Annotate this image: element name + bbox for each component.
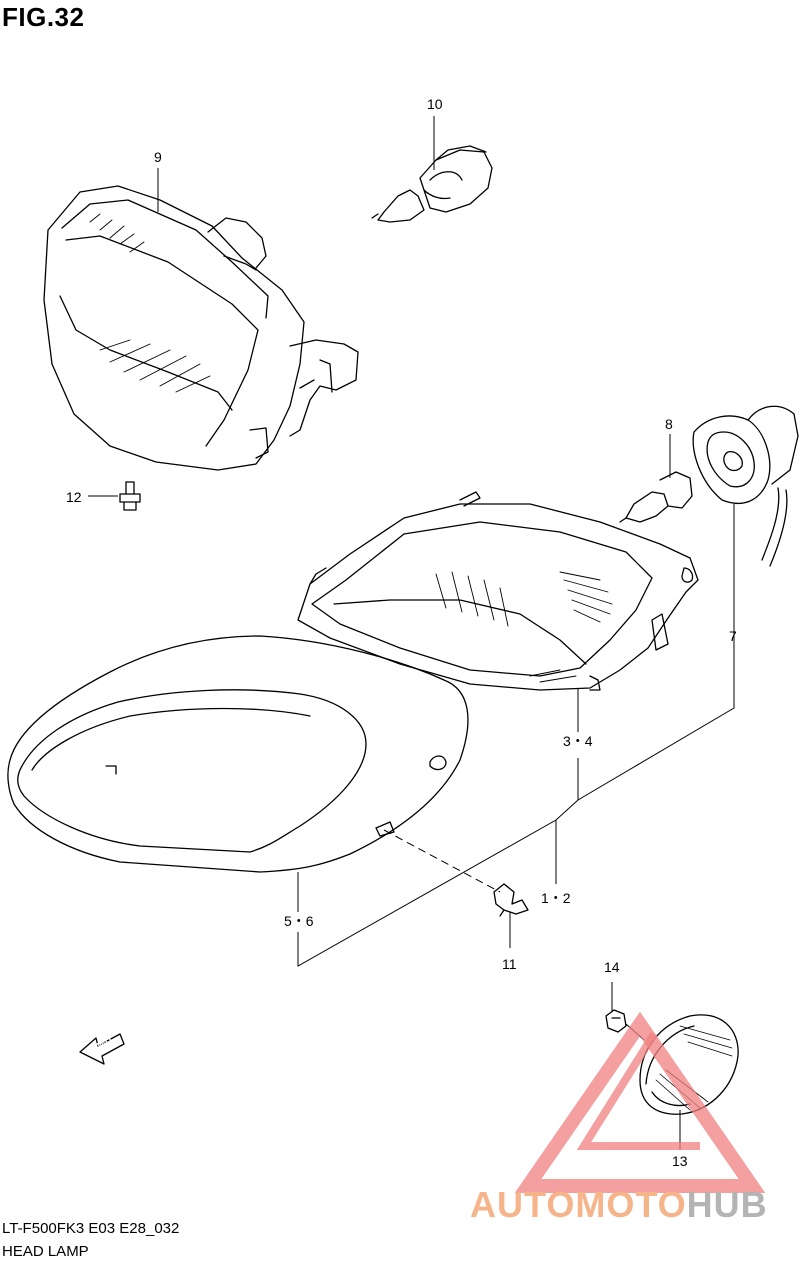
leader-lines [88, 116, 735, 1150]
watermark-text: AUTOMOTOHUB [470, 1184, 768, 1226]
part-11-clip [493, 883, 529, 917]
part-name: HEAD LAMP [2, 1243, 89, 1260]
part-12-bolt [119, 481, 141, 511]
callout-11: 11 [502, 956, 517, 972]
callout-7: 7 [729, 628, 737, 644]
part-8-bulb [619, 471, 693, 523]
callout-12: 12 [66, 489, 82, 505]
figure-title: FIG.32 [2, 2, 85, 32]
part-10-bulb-socket [371, 145, 493, 223]
watermark-text-b: HUB [686, 1184, 768, 1225]
fwd-arrow-icon [79, 1033, 125, 1065]
callout-9: 9 [154, 149, 162, 165]
part-3-4-headlamp-unit [297, 491, 699, 691]
callout-5-6: 5・6 [284, 913, 314, 929]
callout-14: 14 [604, 959, 620, 975]
part-7-socket-wire [692, 405, 799, 567]
part-9-headlamp-housing [43, 185, 359, 471]
model-code: LT-F500FK3 E03 E28_032 [2, 1220, 180, 1237]
callout-3-4: 3・4 [563, 733, 593, 749]
watermark-logo [514, 1011, 766, 1193]
callout-1-2: 1・2 [541, 890, 571, 906]
part-5-6-bezel [7, 635, 469, 873]
callout-10: 10 [427, 96, 443, 112]
part-14-nut [605, 1009, 627, 1033]
part-9-lens-hatching [89, 213, 211, 393]
callout-8: 8 [665, 416, 673, 432]
callout-13: 13 [672, 1153, 688, 1169]
part-3-4-lens-hatching [435, 571, 613, 683]
watermark-text-a: AUTOMOTO [470, 1184, 687, 1225]
